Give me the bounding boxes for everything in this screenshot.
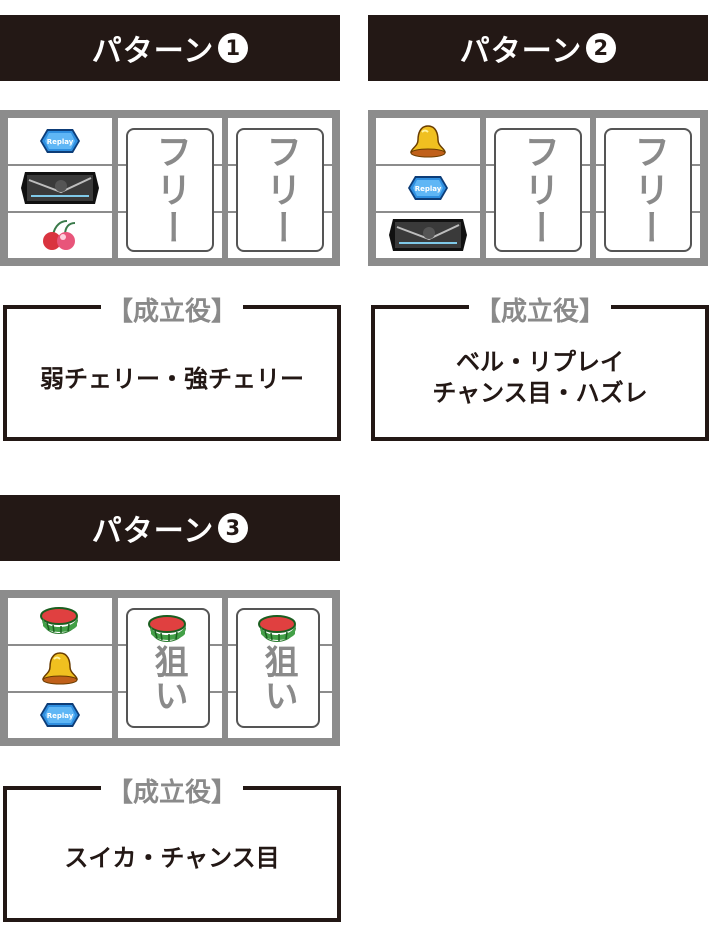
replay-symbol-icon xyxy=(407,175,449,201)
right-reel: フリー xyxy=(596,118,700,258)
result-label: 【成立役】 xyxy=(100,772,244,809)
row-divider xyxy=(8,211,112,213)
result-box: 【成立役】 弱チェリー・強チェリー xyxy=(3,291,341,441)
right-reel: 狙い xyxy=(228,598,332,738)
pattern-title: パターン xyxy=(459,34,583,69)
reel-cell xyxy=(8,118,112,164)
result-line: ベル・リプレイ xyxy=(456,347,624,376)
result-box: 【成立役】 スイカ・チャンス目 xyxy=(3,772,341,922)
bell-symbol-icon xyxy=(408,124,448,158)
left-reel xyxy=(8,598,112,738)
row-divider xyxy=(8,691,112,693)
reel-cell xyxy=(8,598,112,644)
watermelon-symbol-icon xyxy=(147,614,189,644)
reel-cell xyxy=(8,645,112,691)
result-body: 弱チェリー・強チェリー xyxy=(7,323,337,437)
replay-symbol-icon xyxy=(39,702,81,728)
pattern-title: パターン xyxy=(91,34,215,69)
reel-cell xyxy=(8,692,112,738)
row-divider xyxy=(376,164,480,166)
left-reel xyxy=(376,118,480,258)
free-box: フリー xyxy=(604,128,692,252)
result-label: 【成立役】 xyxy=(468,291,612,328)
aim-text: 狙い xyxy=(258,644,298,712)
free-text: フリー xyxy=(260,133,301,247)
aim-text: 狙い xyxy=(148,644,188,712)
bar-symbol-icon xyxy=(389,217,467,253)
result-line: チャンス目・ハズレ xyxy=(432,379,648,407)
reel-cell xyxy=(376,212,480,258)
center-reel: フリー xyxy=(118,118,222,258)
pattern-number-badge: 2 xyxy=(586,33,617,63)
pattern-number-badge: 1 xyxy=(218,33,249,63)
aim-box: 狙い xyxy=(236,608,320,728)
reel-cell xyxy=(8,212,112,258)
center-reel: フリー xyxy=(486,118,590,258)
free-box: フリー xyxy=(126,128,214,252)
result-line: 弱チェリー・強チェリー xyxy=(40,365,304,394)
row-divider xyxy=(8,644,112,646)
bar-symbol-icon xyxy=(21,170,99,206)
free-box: フリー xyxy=(494,128,582,252)
aim-box: 狙い xyxy=(126,608,210,728)
bell-symbol-icon xyxy=(40,651,80,685)
reel-frame: フリー フリー xyxy=(368,110,708,266)
result-line: スイカ・チャンス目 xyxy=(64,844,280,873)
replay-symbol-icon xyxy=(39,128,81,154)
cherry-symbol-icon xyxy=(41,219,79,251)
right-reel: フリー xyxy=(228,118,332,258)
watermelon-symbol-icon xyxy=(39,606,81,636)
free-text: フリー xyxy=(518,133,559,247)
pattern-title: パターン xyxy=(91,514,215,549)
result-body: ベル・リプレイ チャンス目・ハズレ xyxy=(375,319,705,437)
reel-cell xyxy=(376,118,480,164)
reel-cell xyxy=(8,165,112,211)
free-text: フリー xyxy=(150,133,191,247)
result-label: 【成立役】 xyxy=(100,291,244,328)
reel-cell xyxy=(376,165,480,211)
row-divider xyxy=(376,211,480,213)
free-text: フリー xyxy=(628,133,669,247)
result-box: 【成立役】 ベル・リプレイ チャンス目・ハズレ xyxy=(371,291,709,441)
row-divider xyxy=(8,164,112,166)
reel-frame: フリー フリー xyxy=(0,110,340,266)
pattern-number-badge: 3 xyxy=(218,513,249,543)
result-body: スイカ・チャンス目 xyxy=(7,800,337,918)
left-reel xyxy=(8,118,112,258)
free-box: フリー xyxy=(236,128,324,252)
center-reel: 狙い xyxy=(118,598,222,738)
watermelon-symbol-icon xyxy=(257,614,299,644)
reel-frame: 狙い 狙い xyxy=(0,590,340,746)
